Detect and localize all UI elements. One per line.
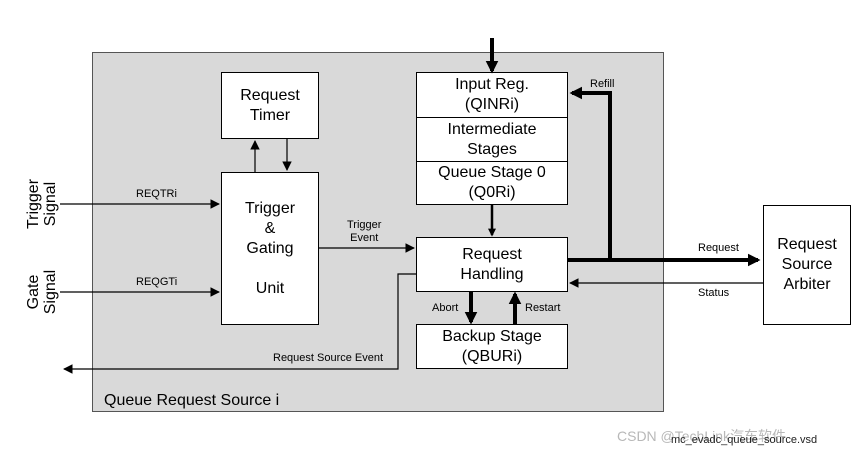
trigger-event-label: Trigger Event [347,219,382,244]
refill-label: Refill [590,78,615,90]
input-reg-label: Input Reg. (QINRi) [455,76,529,113]
backup-stage-label: Backup Stage (QBURi) [442,327,542,365]
trigger-gating-unit-block: Trigger & Gating Unit [221,172,319,325]
input-reg-cell: Input Reg. (QINRi) [417,73,567,118]
watermark: CSDN @TechLink汽车软件 [617,428,787,444]
reqgti-label: REQGTi [136,276,178,288]
trigger-signal-label: Trigger Signal [25,178,59,230]
intermediate-stages-cell: Intermediate Stages [417,118,567,162]
request-source-arbiter-block: Request Source Arbiter [763,205,851,325]
status-label: Status [698,287,730,299]
intermediate-stages-label: Intermediate Stages [447,120,537,158]
gate-signal-label: Gate Signal [25,269,59,315]
backup-stage-block: Backup Stage (QBURi) [416,324,568,369]
request-timer-block: Request Timer [221,72,319,139]
request-label: Request [698,242,739,254]
region-title: Queue Request Source i [104,392,280,409]
request-source-event-label: Request Source Event [273,352,384,364]
refill-arrow [569,86,612,260]
queue-stage-0-label: Queue Stage 0 (Q0Ri) [438,164,546,201]
request-timer-label: Request Timer [240,86,300,124]
queue-stack-block: Input Reg. (QINRi) Intermediate Stages Q… [416,72,568,205]
queue-stage-0-cell: Queue Stage 0 (Q0Ri) [417,162,567,204]
restart-label: Restart [525,302,561,314]
reqtri-label: REQTRi [136,188,177,200]
request-handling-label: Request Handling [460,245,524,283]
request-handling-block: Request Handling [416,237,568,292]
trigger-gating-unit-label: Trigger & Gating Unit [244,199,296,297]
queue-request-source-region [92,52,664,412]
abort-label: Abort [432,302,459,314]
filename-label: mc_evadc_queue_source.vsd [671,434,818,446]
request-source-arbiter-label: Request Source Arbiter [777,236,837,293]
request-source-event-arrow [63,273,416,374]
